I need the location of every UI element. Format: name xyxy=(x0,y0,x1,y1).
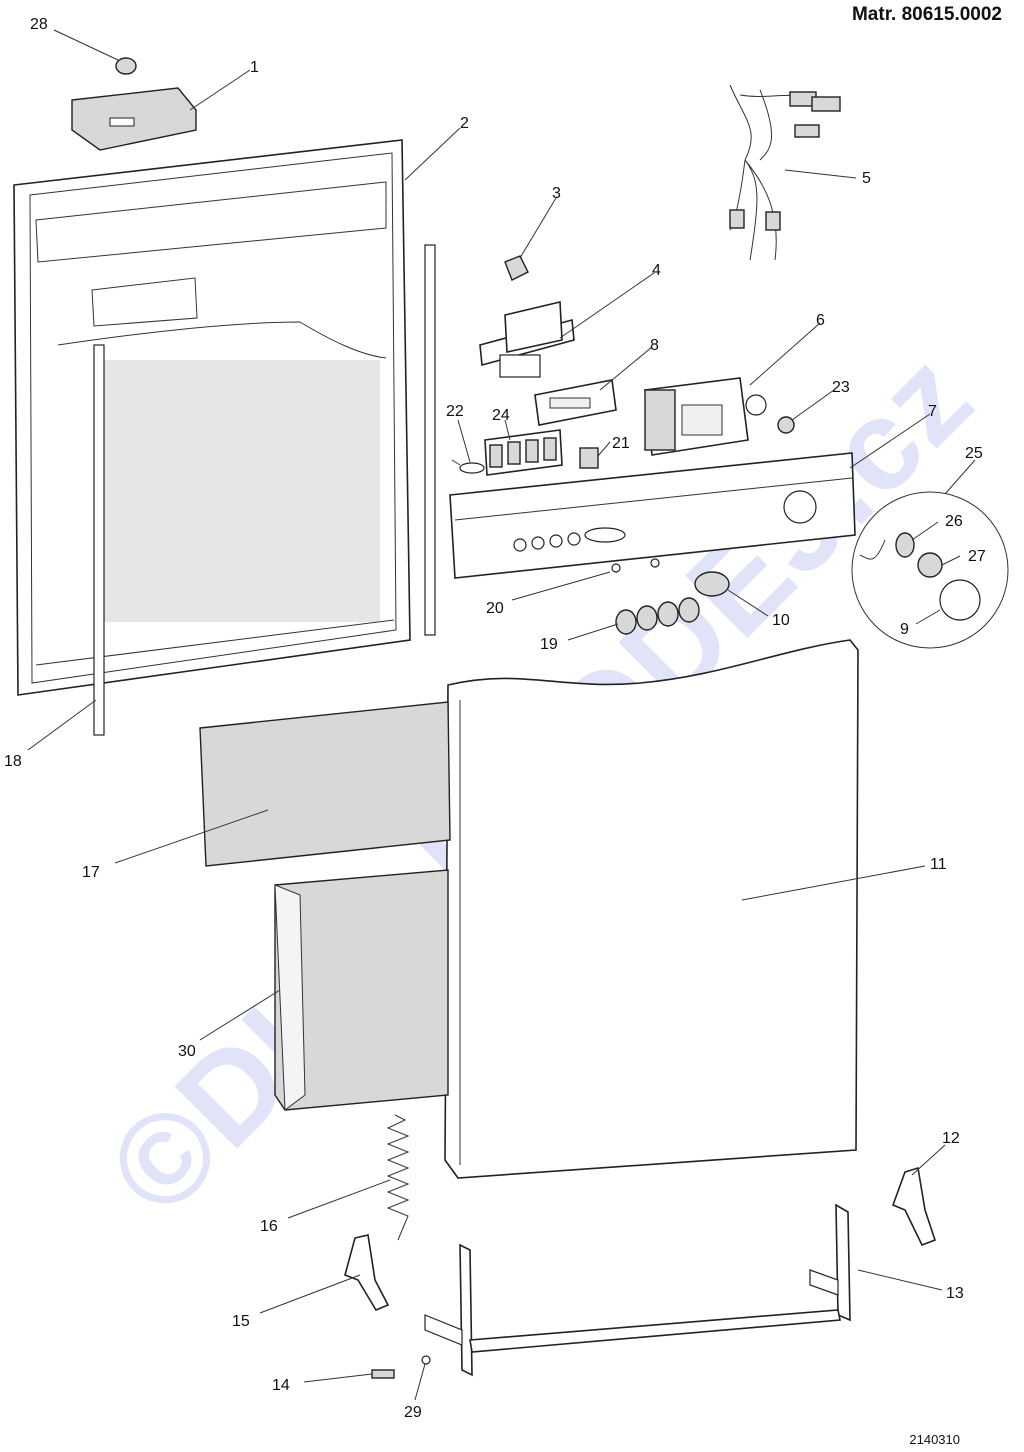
label-part-25: 25 xyxy=(965,445,983,462)
label-part-4: 4 xyxy=(652,262,661,279)
insulation-panel xyxy=(199,701,451,867)
gasket-strip-left xyxy=(93,344,105,736)
label-part-3: 3 xyxy=(552,185,561,202)
label-part-23: 23 xyxy=(832,379,850,396)
programmer-timer xyxy=(644,377,767,456)
label-part-30: 30 xyxy=(178,1043,196,1060)
push-button-switches xyxy=(484,429,563,476)
callout-labels: 28 1 2 3 4 5 6 8 23 7 22 24 21 25 26 27 … xyxy=(4,16,986,1421)
label-part-9: 9 xyxy=(900,621,909,638)
label-part-2: 2 xyxy=(460,115,469,132)
screw xyxy=(371,1369,395,1379)
timer-nut xyxy=(777,416,795,434)
label-part-1: 1 xyxy=(250,59,259,76)
label-part-19: 19 xyxy=(540,636,558,653)
leader-lines xyxy=(27,29,976,1401)
indicator-lenses xyxy=(611,558,660,573)
clip xyxy=(421,1355,431,1365)
label-part-18: 18 xyxy=(4,753,22,770)
small-switch xyxy=(579,447,599,469)
knob-lens xyxy=(694,571,730,597)
outer-door-panel xyxy=(444,639,859,1179)
door-spring xyxy=(386,1114,410,1241)
switch-bracket xyxy=(479,301,575,378)
label-part-12: 12 xyxy=(942,1130,960,1147)
hinge-right xyxy=(891,1166,937,1247)
label-part-20: 20 xyxy=(486,600,504,617)
label-part-8: 8 xyxy=(650,337,659,354)
label-part-24: 24 xyxy=(492,407,510,424)
gasket-strip-right xyxy=(424,244,436,636)
label-part-29: 29 xyxy=(404,1404,422,1421)
base-frame xyxy=(424,1203,851,1377)
nut-small xyxy=(115,57,137,75)
label-part-15: 15 xyxy=(232,1313,250,1330)
label-part-22: 22 xyxy=(446,403,464,420)
inner-insulation xyxy=(274,869,449,1111)
control-panel xyxy=(449,452,856,579)
label-part-17: 17 xyxy=(82,864,100,881)
hinge-left xyxy=(344,1234,390,1312)
label-part-5: 5 xyxy=(862,170,871,187)
label-part-14: 14 xyxy=(272,1377,290,1394)
label-part-26: 26 xyxy=(945,513,963,530)
label-part-13: 13 xyxy=(946,1285,964,1302)
label-part-21: 21 xyxy=(612,435,630,452)
label-part-27: 27 xyxy=(968,548,986,565)
label-part-16: 16 xyxy=(260,1218,278,1235)
material-number: Matr. 80615.0002 xyxy=(851,4,1002,25)
micro-switch xyxy=(504,255,529,281)
relay-block xyxy=(534,379,617,426)
wiring-harness xyxy=(729,84,841,261)
label-part-6: 6 xyxy=(816,312,825,329)
label-part-28: 28 xyxy=(30,16,48,33)
inner-door-panel xyxy=(13,139,411,696)
drawing-code: 2140310 xyxy=(909,1432,960,1447)
top-bracket xyxy=(71,87,197,151)
indicator-lamp xyxy=(451,459,485,474)
knob-detail-circle xyxy=(851,491,1009,649)
label-part-10: 10 xyxy=(772,612,790,629)
push-buttons xyxy=(615,597,700,635)
label-part-11: 11 xyxy=(930,856,947,873)
label-part-7: 7 xyxy=(928,403,937,420)
